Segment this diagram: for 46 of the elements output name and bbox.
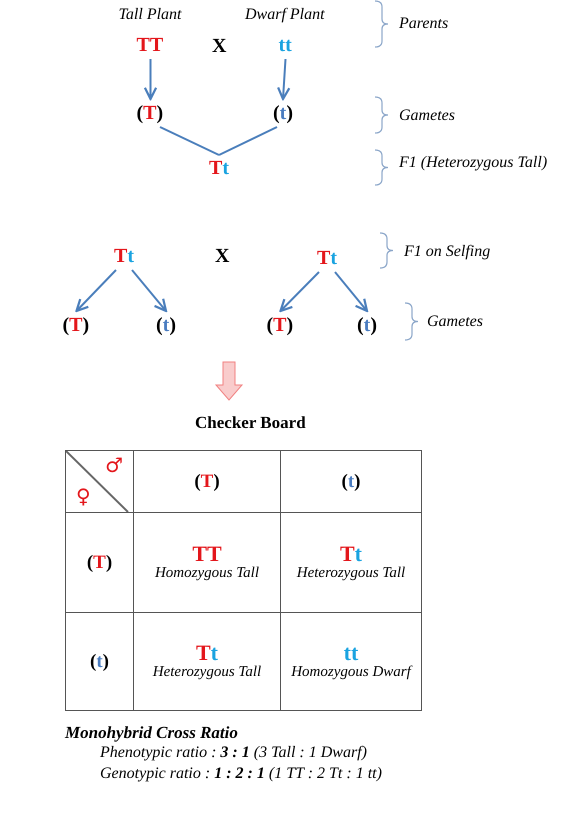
arrow: [279, 271, 320, 312]
phenotype-label: Homozygous Tall: [154, 565, 260, 582]
ratio-text: Phenotypic ratio : 3 : 1 (3 Tall : 1 Dwarf): [100, 744, 367, 762]
gamete-label: (t): [90, 650, 109, 672]
cross-sign: X: [215, 245, 230, 267]
stage-label: F1 on Selfing: [404, 243, 490, 261]
arrow: [75, 269, 117, 312]
ratio-text: Genotypic ratio : 1 : 2 : 1 (1 TT : 2 Tt : 1 tt): [100, 765, 382, 783]
genotype-label: Tt: [340, 543, 362, 565]
genotype-label: Tt: [114, 245, 134, 267]
sex-symbol: ♀: [76, 484, 91, 508]
arrow: [144, 59, 158, 100]
genotype-label: tt: [278, 34, 292, 56]
gamete-label: (T): [194, 470, 220, 492]
gamete-label: (t): [342, 470, 360, 492]
connector-line: [218, 126, 278, 156]
stage-label: Gametes: [427, 313, 483, 331]
stage-label: Gametes: [399, 107, 455, 125]
gamete-label: (t): [156, 314, 176, 336]
plant-caption: Tall Plant: [118, 6, 182, 24]
genotype-label: tt: [344, 642, 358, 664]
arrow: [277, 58, 290, 100]
phenotype-label: Heterozygous Tall: [152, 664, 262, 681]
stage-label: F1 (Heterozygous Tall): [399, 154, 548, 172]
arrow: [334, 271, 368, 312]
gamete-label: (T): [266, 314, 294, 336]
genotype-label: Tt: [196, 642, 218, 664]
plant-caption: Dwarf Plant: [245, 6, 325, 24]
genotype-label: Tt: [209, 157, 230, 179]
phenotype-label: Heterozygous Tall: [296, 565, 406, 582]
genotype-label: TT: [192, 543, 222, 565]
gamete-label: (t): [273, 102, 294, 124]
gamete-label: (T): [62, 314, 90, 336]
gamete-label: (T): [136, 102, 164, 124]
sex-symbol: ♂: [105, 453, 123, 477]
heading: Monohybrid Cross Ratio: [65, 723, 238, 743]
arrow: [131, 269, 168, 312]
heading: Checker Board: [195, 413, 306, 433]
stage-label: Parents: [399, 15, 448, 33]
connector-line: [160, 126, 220, 156]
gamete-label: (t): [357, 314, 378, 336]
gamete-label: (T): [86, 552, 112, 574]
phenotype-label: Homozygous Dwarf: [291, 664, 411, 681]
genotype-label: Tt: [317, 247, 338, 269]
genotype-label: TT: [136, 34, 164, 56]
cross-sign: X: [212, 35, 226, 57]
